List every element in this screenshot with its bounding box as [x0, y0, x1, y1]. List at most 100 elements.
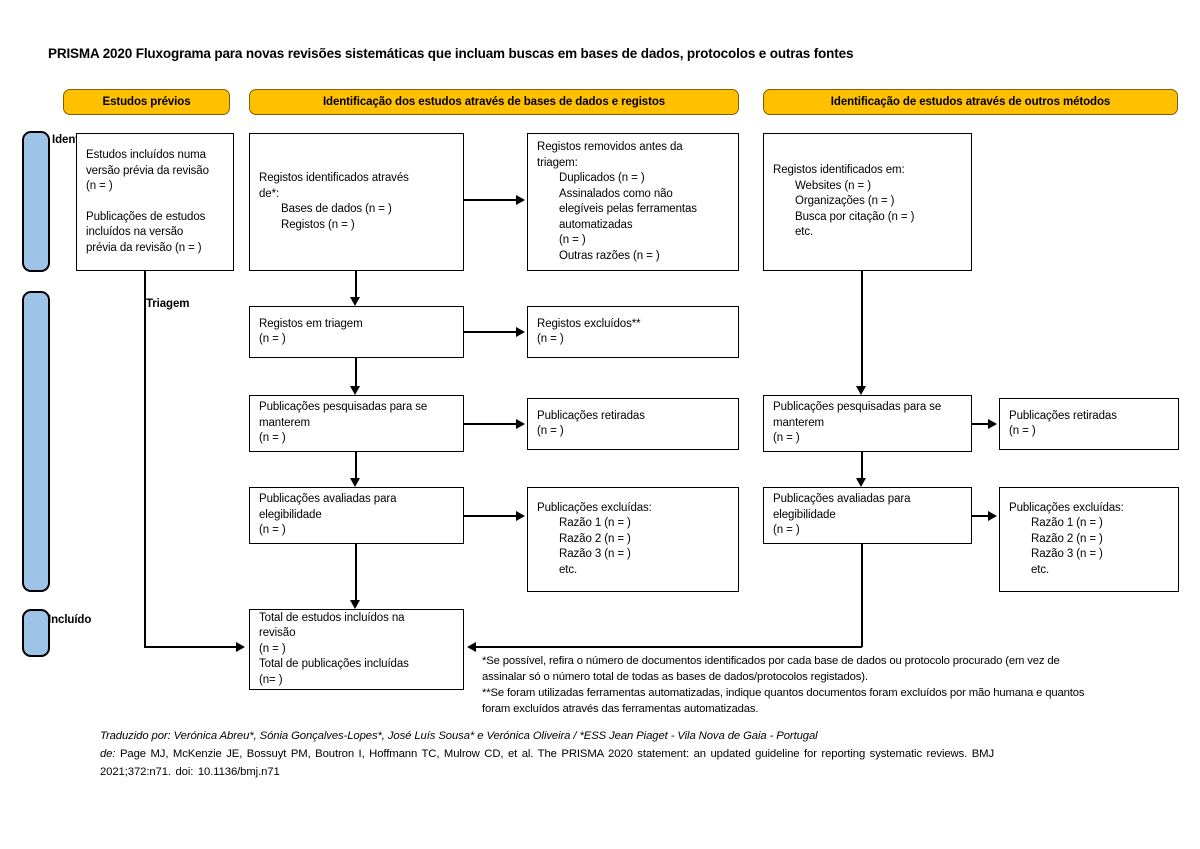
box-records-screened: Registos em triagem (n = ) [249, 306, 464, 358]
box-subline: etc. [795, 226, 814, 239]
box-subline: Assinalados como não [559, 187, 673, 200]
box-line: Estudos incluídos numa [86, 149, 206, 161]
box-line: (n = ) [259, 524, 286, 537]
connector-other-identified-to-sought [861, 271, 863, 388]
box-subline: Razão 3 (n = ) [1031, 548, 1103, 561]
connector-sought-to-assessed [355, 452, 357, 480]
connector-assessed-to-excluded [464, 515, 518, 517]
box-subline: automatizadas [559, 218, 633, 231]
box-line: (n = ) [86, 180, 113, 192]
footnote-line-1: *Se possível, refira o número de documen… [482, 655, 1060, 667]
box-line: (n = ) [259, 333, 286, 345]
stage-tab-included [22, 609, 50, 657]
box-line: manterem [259, 416, 310, 429]
box-line: Publicações avaliadas para [259, 493, 397, 506]
stage-tab-screening [22, 291, 50, 592]
connector-previous-to-total-vertical [144, 271, 146, 647]
box-records-excluded: Registos excluídos** (n = ) [527, 306, 739, 358]
connector-other-to-total-horizontal [476, 646, 862, 648]
credit-source-text: Page MJ, McKenzie JE, Bossuyt PM, Boutro… [119, 748, 995, 760]
box-line: versão prévia da revisão [86, 164, 209, 177]
box-line: Publicações excluídas: [1009, 501, 1124, 514]
connector-identified-to-screened [355, 271, 357, 299]
box-other-reports-sought: Publicações pesquisadas para se manterem… [763, 395, 972, 452]
connector-assessed-to-total [355, 544, 357, 602]
box-line: (n = ) [537, 333, 564, 345]
arrowhead-screened-to-excluded [516, 326, 525, 337]
credit-source-prefix: de: [100, 748, 116, 760]
box-subline: Razão 1 (n = ) [559, 517, 631, 530]
connector-other-to-total-vertical [861, 544, 863, 647]
box-subline: elegíveis pelas ferramentas [559, 203, 697, 215]
box-line: Registos identificados através [259, 172, 409, 184]
box-line: Registos removidos antes da [537, 141, 683, 153]
arrowhead-other-sought-to-not-retrieved [988, 418, 997, 429]
box-reports-sought: Publicações pesquisadas para se manterem… [249, 395, 464, 452]
box-line: Publicações excluídas: [537, 501, 652, 514]
arrowhead-other-identified-to-sought [856, 386, 866, 395]
box-reports-not-retrieved: Publicações retiradas (n = ) [527, 398, 739, 450]
arrowhead-previous-to-total [236, 641, 245, 652]
box-line: (n = ) [773, 432, 800, 445]
box-previous-studies: Estudos incluídos numa versão prévia da … [76, 133, 234, 271]
box-line: Registos excluídos** [537, 317, 641, 330]
box-line: manterem [773, 416, 824, 429]
box-line: triagem: [537, 156, 578, 169]
box-subline: Bases de dados (n = ) [281, 203, 392, 215]
arrowhead-screened-to-sought [350, 386, 360, 395]
box-subline: Razão 3 (n = ) [559, 548, 631, 561]
credit-source: de: Page MJ, McKenzie JE, Bossuyt PM, Bo… [100, 745, 1170, 763]
arrowhead-identified-to-screened [350, 297, 360, 306]
arrowhead-assessed-to-excluded [516, 510, 525, 521]
box-line: (n = ) [1009, 425, 1036, 437]
footnote-line-3: **Se foram utilizadas ferramentas automa… [482, 687, 1085, 699]
box-line: Registos identificados em: [773, 164, 905, 177]
connector-screened-to-excluded [464, 331, 518, 333]
arrowhead-other-to-total [467, 641, 476, 652]
stage-label-screening: Triagem [146, 298, 190, 310]
page-title: PRISMA 2020 Fluxograma para novas revisõ… [48, 46, 854, 61]
box-line: (n = ) [537, 425, 564, 437]
box-line: (n = ) [259, 642, 286, 655]
header-other-methods: Identificação de estudos através de outr… [763, 89, 1178, 115]
box-records-removed: Registos removidos antes da triagem: Dup… [527, 133, 739, 271]
footnote-line-2: assinalar só o número total de todas as … [482, 671, 868, 683]
box-subline: Organizações (n = ) [795, 195, 895, 208]
box-line: Publicações retiradas [1009, 409, 1117, 422]
stage-tab-identification [22, 131, 50, 272]
connector-screened-to-sought [355, 358, 357, 388]
connector-other-sought-to-assessed [861, 452, 863, 480]
box-subline: etc. [1031, 563, 1050, 576]
box-subline: Registos (n = ) [281, 218, 355, 231]
box-subline: Websites (n = ) [795, 179, 871, 192]
box-line: Total de estudos incluídos na [259, 611, 405, 624]
connector-sought-to-not-retrieved [464, 423, 518, 425]
box-other-reports-not-retrieved: Publicações retiradas (n = ) [999, 398, 1179, 450]
box-other-identified: Registos identificados em: Websites (n =… [763, 133, 972, 271]
footnote-line-4: foram excluídos através das ferramentas … [482, 703, 759, 715]
box-subline: (n = ) [559, 234, 586, 246]
header-databases-registers: Identificação dos estudos através de bas… [249, 89, 739, 115]
box-subline: Razão 2 (n = ) [1031, 532, 1103, 545]
box-line-spacer [86, 195, 224, 210]
box-subline: Busca por citação (n = ) [795, 210, 915, 223]
box-line: revisão [259, 627, 296, 640]
box-line: Publicações pesquisadas para se [259, 401, 428, 414]
box-line: Publicações retiradas [537, 409, 645, 422]
connector-other-sought-to-not-retrieved [972, 423, 990, 425]
box-line: prévia da revisão (n = ) [86, 241, 202, 254]
box-line: Publicações de estudos [86, 210, 206, 223]
box-line: Registos em triagem [259, 317, 363, 330]
arrowhead-other-sought-to-assessed [856, 478, 866, 487]
arrowhead-identified-to-removed [516, 194, 525, 205]
connector-previous-to-total-horizontal [144, 646, 238, 648]
header-previous-studies: Estudos prévios [63, 89, 230, 115]
box-line: elegibilidade [259, 508, 322, 521]
box-line: Publicações pesquisadas para se [773, 401, 942, 414]
footnote-block: *Se possível, refira o número de documen… [482, 653, 1182, 717]
box-line: (n = ) [259, 432, 286, 445]
box-line: de*: [259, 187, 280, 200]
credit-translators: Traduzido por: Verónica Abreu*, Sónia Go… [100, 730, 818, 742]
credit-doi: 2021;372:n71. doi: 10.1136/bmj.n71 [100, 766, 280, 778]
box-line: (n= ) [259, 673, 283, 686]
